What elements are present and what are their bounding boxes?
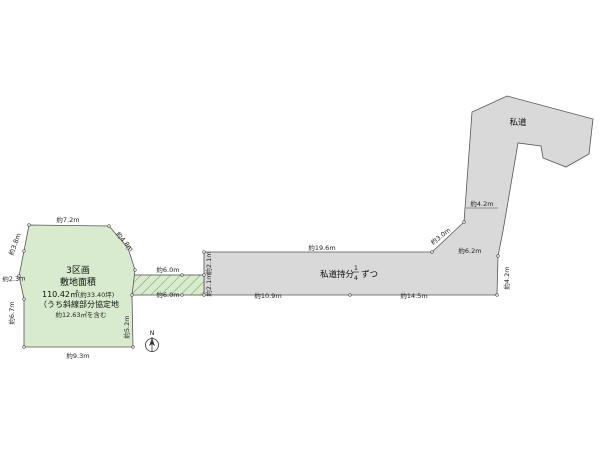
road-dim-top: 約19.6m [308,243,335,252]
lot-dim-left-mid: 約2.3m [2,273,26,283]
road-share-text: 私道持分 [320,269,355,280]
road-dim-left-top: 約2.1m [204,251,213,274]
road-dim-step: 約6.2m [458,246,481,255]
lot-dim-right-lower: 約5.2m [122,315,131,338]
corner-markers [17,220,500,349]
road-share-label: 私道持分 1 4 ずつ [320,264,378,282]
road-dim-left-bottom: 約2.1m [204,273,213,296]
strip-dim-bottom: 約6.0m [156,290,179,299]
road-share-numerator: 1 [354,264,358,272]
road-dim-bottom-left: 約10.9m [254,291,281,300]
strip-dim-top: 約6.0m [156,265,179,274]
north-arrow-icon: N [145,329,159,352]
road-dim-right: 約4.2m [502,266,511,289]
lot-dim-top: 約7.2m [56,215,79,224]
lot-dim-bottom: 約9.3m [66,351,89,360]
road-top-name: 私道 [509,117,527,128]
private-road-area [203,95,594,296]
road-dim-neck: 約4.2m [470,199,493,208]
lot-dim-left-lower: 約6.7m [7,301,16,324]
road-dim-bottom-right: 約14.5m [400,291,427,300]
lot-area-value: 110.42㎡ [42,290,78,299]
lot-note-line2: 約12.63㎡を含む [55,310,106,319]
lot-note-line1: （うち斜線部分協定地 [39,299,119,309]
lot-section: 3区画 [66,265,90,276]
lot-area-tsubo: (約33.40坪) [78,290,115,299]
north-label: N [150,329,155,337]
road-share-suffix: ずつ [361,269,378,280]
lot-dim-upper-left: 約3.8m [6,232,22,257]
road-share-denominator: 4 [354,274,358,282]
lot-area-title: 敷地面積 [60,276,96,288]
